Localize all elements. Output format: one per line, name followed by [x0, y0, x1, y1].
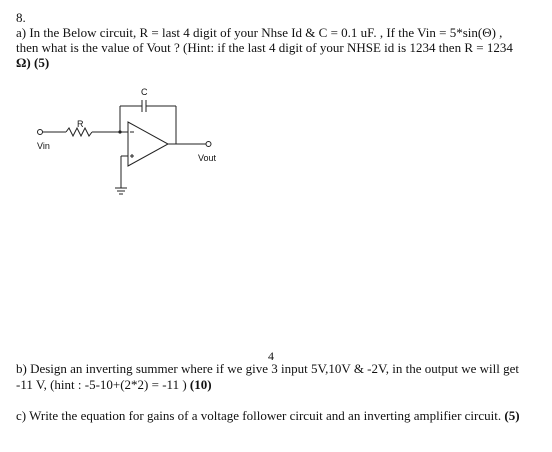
page-number: 4 — [268, 349, 274, 363]
part-a-line-3: Ω) (5) — [16, 55, 50, 70]
part-c-line: c) Write the equation for gains of a vol… — [16, 408, 520, 423]
part-b-marks: (10) — [189, 377, 212, 392]
junction-dot — [118, 130, 122, 134]
circuit-diagram — [37, 100, 212, 195]
resistor — [65, 126, 93, 138]
op-amp-input-markers — [130, 131, 134, 158]
op-amp — [127, 121, 170, 167]
part-c-text: c) Write the equation for gains of a vol… — [16, 408, 502, 423]
capacitor-label: C — [141, 87, 148, 97]
question-number: 8. — [16, 10, 26, 25]
resistor-label: R — [77, 119, 84, 129]
part-b-line-2: -11 V, (hint : -5-10+(2*2) = -11 ) (10) — [16, 377, 212, 392]
vin-terminal — [37, 129, 43, 135]
part-a-line-1: a) In the Below circuit, R = last 4 digi… — [16, 25, 503, 40]
part-a-line-2: then what is the value of Vout ? (Hint: … — [16, 40, 513, 55]
op-amp-integrator-circuit: C R Vin Vout — [28, 84, 228, 209]
vout-label: Vout — [198, 153, 217, 163]
vin-label: Vin — [37, 141, 50, 151]
vout-terminal — [205, 141, 212, 147]
part-c-marks: (5) — [504, 408, 520, 423]
part-b-hint: -11 V, (hint : -5-10+(2*2) = -11 ) — [16, 377, 187, 392]
part-b-line-1: b) Design an inverting summer where if w… — [16, 361, 519, 376]
